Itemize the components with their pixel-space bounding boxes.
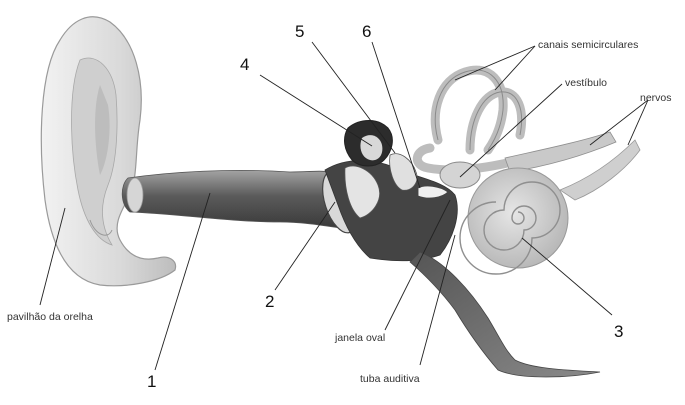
number-label-5: 5 (295, 22, 304, 41)
cochlea-illustration (460, 168, 568, 274)
vestibule-illustration (440, 162, 480, 188)
number-label-2: 2 (265, 292, 274, 311)
label-janela-oval: janela oval (334, 332, 385, 344)
label-pavilhao: pavilhão da orelha (7, 311, 93, 323)
auditory-tube-illustration (410, 252, 600, 377)
label-canais: canais semicirculares (538, 39, 638, 51)
number-label-3: 3 (614, 322, 623, 341)
number-label-1: 1 (147, 372, 156, 391)
semicircular-canals-illustration (417, 70, 521, 170)
label-vestibulo: vestíbulo (565, 77, 607, 89)
label-nervos: nervos (640, 92, 672, 104)
number-label-6: 6 (362, 22, 371, 41)
label-tuba-auditiva: tuba auditiva (360, 373, 420, 385)
ear-canal-illustration (122, 170, 340, 228)
number-label-4: 4 (240, 55, 249, 74)
pinna-illustration (41, 17, 175, 286)
